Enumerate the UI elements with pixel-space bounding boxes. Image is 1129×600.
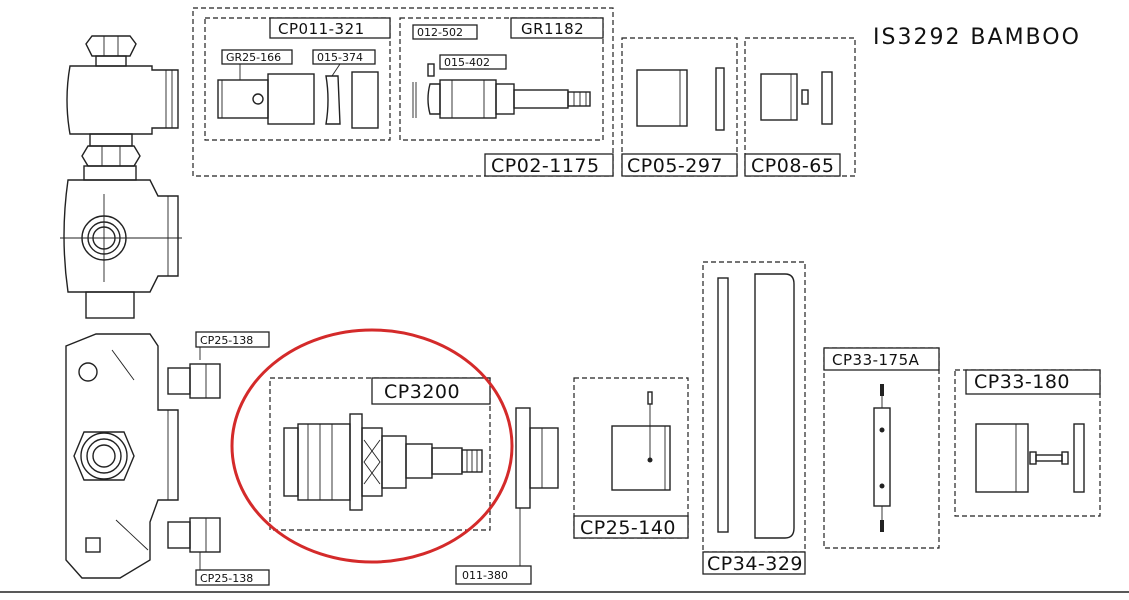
label-gr25-166: GR25-166 <box>226 51 281 64</box>
kit-cp08-frame <box>744 37 856 177</box>
part-cp25-138-top <box>167 347 221 399</box>
label-cp3200: CP3200 <box>384 381 460 403</box>
part-gr1182-cartridge <box>412 63 591 119</box>
label-015-374: 015-374 <box>317 51 363 64</box>
part-cp08-65 <box>760 71 833 125</box>
part-cp05-297 <box>636 67 725 131</box>
label-011-380: 011-380 <box>462 569 508 582</box>
part-cp33-180 <box>975 423 1085 493</box>
kit-cp05-frame <box>621 37 738 177</box>
model-title: IS3292 BAMBOO <box>873 25 1081 50</box>
label-cp34-329: CP34-329 <box>707 553 803 575</box>
label-cp33-175a: CP33-175A <box>832 351 920 369</box>
label-cp33-180: CP33-180 <box>974 371 1070 393</box>
kit-cp25-140-frame <box>573 377 689 539</box>
highlight-ellipse <box>230 328 514 564</box>
part-gr25-166 <box>217 64 315 125</box>
part-cp3200-cartridge <box>283 413 483 511</box>
part-cp33-175a <box>873 384 891 532</box>
label-cp25-138-bottom: CP25-138 <box>200 572 253 585</box>
label-cp25-140: CP25-140 <box>580 517 676 539</box>
label-cp011-321: CP011-321 <box>278 20 365 38</box>
label-cp02-1175: CP02-1175 <box>491 155 600 177</box>
part-015-374 <box>325 63 379 129</box>
valve-body <box>60 35 182 579</box>
kit-cp02-frame <box>192 7 614 177</box>
label-012-502: 012-502 <box>417 26 463 39</box>
label-cp25-138-top: CP25-138 <box>200 334 253 347</box>
label-gr1182: GR1182 <box>521 20 584 38</box>
part-cp25-138-bottom <box>167 517 221 570</box>
kit-gr1182-frame <box>399 17 604 141</box>
kit-cp3200-frame <box>269 377 491 531</box>
part-011-380 <box>515 407 559 566</box>
part-cp34-329 <box>717 273 795 539</box>
part-cp25-140 <box>611 391 671 491</box>
label-015-402: 015-402 <box>444 56 490 69</box>
label-cp08-65: CP08-65 <box>751 155 834 177</box>
label-cp05-297: CP05-297 <box>627 155 723 177</box>
kit-cp33-175a-frame <box>823 347 940 549</box>
